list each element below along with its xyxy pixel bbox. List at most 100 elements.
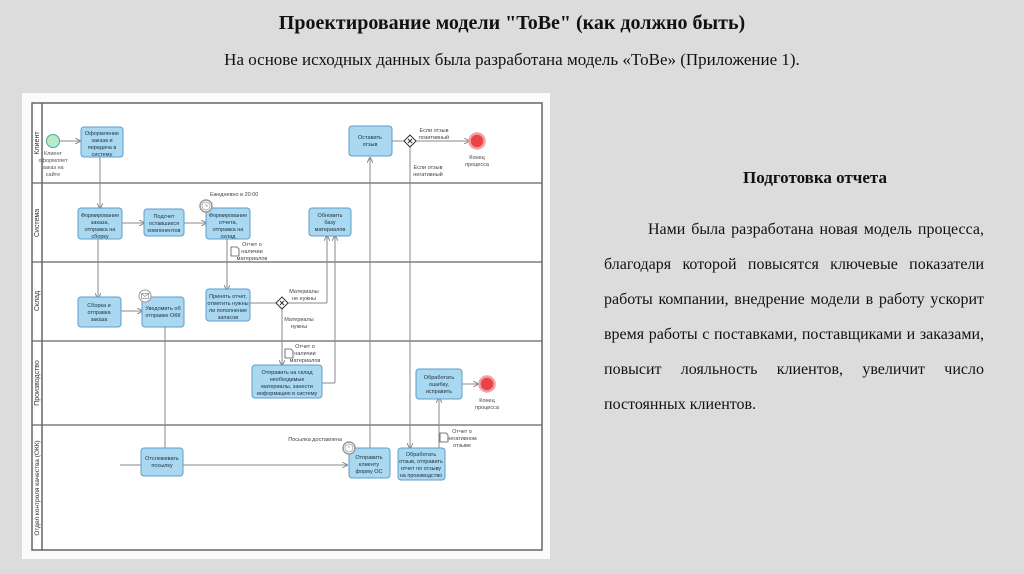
task-send-materials (251, 364, 323, 399)
task-label: склад (221, 234, 236, 240)
task-send-feedback-form (348, 447, 391, 479)
document-icon (284, 348, 294, 359)
flow-label: Материалы (289, 289, 318, 295)
message-event-icon (138, 289, 152, 303)
task-form-report (205, 207, 251, 240)
lane-label-system: Система (34, 209, 41, 237)
slide-subtitle: На основе исходных данных была разработа… (224, 50, 800, 69)
end-label: Конец (469, 155, 485, 161)
task-label: Уведомить об (145, 306, 180, 312)
flow-label: негативный (413, 171, 443, 178)
task-label: Формирование (209, 213, 247, 219)
exclusive-gateway-icon (275, 296, 289, 310)
task-label: отправке ОКК (145, 313, 181, 319)
task-label: систему (92, 152, 113, 158)
start-event (46, 134, 60, 148)
doc-label: наличии (294, 351, 315, 357)
timer-event-icon (342, 441, 356, 455)
flow-label: нужны (291, 324, 308, 330)
task-label: материалов (315, 227, 346, 233)
task-update-materials (308, 207, 352, 237)
exclusive-gateway-icon (403, 134, 417, 148)
end-label: процесса (465, 162, 490, 168)
task-label: Сборка и (87, 303, 110, 309)
task-form-order (77, 207, 123, 240)
task-label: Обновить (318, 213, 343, 219)
task-track-parcel (140, 447, 184, 477)
start-label: заказ на (42, 165, 64, 171)
doc-label: Отчет о (295, 344, 315, 350)
doc-label: отзыве (453, 443, 471, 449)
task-accept-report (205, 288, 251, 322)
task-label: Оставить (358, 135, 382, 141)
task-label: Формирование (81, 213, 119, 219)
task-label: клиенту (359, 462, 379, 468)
end-label: процесса (475, 405, 500, 411)
task-label: посылку (151, 463, 172, 469)
task-label: отправка (87, 310, 111, 316)
task-count-components (143, 208, 185, 237)
lane-label-qc: Отдел контроля качества (ОКК) (34, 440, 41, 535)
flow-label: Материалы (284, 317, 313, 323)
task-label: информацию в систему (257, 391, 318, 397)
start-label: оформляет (38, 158, 68, 164)
task-label: Принять отчет, (209, 294, 247, 300)
task-order-entry (80, 126, 124, 158)
task-label: Обработать (406, 452, 437, 458)
task-label: Отправить на склад (261, 370, 313, 376)
slide-title: Проектирование модели "ToBe" (как должно… (278, 12, 746, 34)
flow-label: Если отзыв (419, 128, 448, 134)
task-label: на производство (400, 473, 443, 479)
task-label: заказа (91, 317, 109, 323)
flow-label: Если отзыв (413, 165, 442, 171)
task-label: отчета, (219, 220, 238, 226)
task-label: материалы, занести (261, 384, 313, 390)
timer-label: Ежедневно в 20:00 (210, 192, 258, 198)
task-label: Обработать (424, 375, 455, 381)
doc-label: Отчет о (452, 429, 472, 435)
document-icon (439, 432, 449, 443)
timer-event-icon (199, 199, 213, 213)
doc-label: наличии (241, 249, 262, 255)
doc-label: материалов (290, 358, 321, 364)
flow-label: Посылка доставлена (288, 437, 343, 443)
task-label: компонентов (148, 228, 181, 234)
task-label: сборку (91, 234, 108, 240)
task-label: заказа, (91, 220, 110, 226)
task-label: исправить (426, 389, 452, 395)
task-label: ли пополнение (209, 308, 247, 314)
lane-label-warehouse: Склад (34, 291, 41, 311)
task-label: форму ОС (355, 469, 382, 475)
task-label: Отправить (355, 455, 382, 461)
task-label: отчет по отзыву (401, 466, 442, 472)
task-label: ошибку, (429, 382, 449, 388)
doc-label: материалов (237, 256, 268, 262)
document-icon (230, 246, 240, 257)
task-fix-error (415, 368, 463, 400)
task-label: Отслеживать (145, 456, 179, 462)
bpmn-svg: Клиент Система Склад Производство Отдел … (31, 102, 543, 551)
task-label: отправка на (85, 227, 117, 233)
task-label: базу (324, 220, 335, 226)
flow-label: не нужны (292, 296, 316, 302)
bpmn-diagram: Клиент Система Склад Производство Отдел … (22, 93, 550, 559)
flow-label: позитивный (419, 134, 449, 141)
task-label: оставшихся (149, 221, 179, 227)
task-label: отзыв (363, 142, 378, 148)
task-label: запасов (218, 315, 238, 321)
start-label: сайте (46, 171, 60, 178)
end-event (478, 375, 496, 393)
task-notify-qc (141, 296, 185, 328)
task-label: Оформление (85, 131, 119, 137)
end-event (468, 132, 486, 150)
task-label: передача в (88, 145, 117, 151)
lane-label-client: Клиент (34, 131, 41, 155)
section-text: Нами была разработана новая модель проце… (604, 221, 984, 413)
task-assemble-ship (77, 296, 122, 328)
task-label: отметить нужны (207, 301, 248, 307)
task-label: необходимые (270, 377, 305, 383)
task-label: отзыв, отправить (399, 459, 443, 465)
end-label: Конец (479, 398, 495, 404)
task-label: отправка на (213, 227, 245, 233)
lane-label-production: Производство (34, 360, 41, 406)
